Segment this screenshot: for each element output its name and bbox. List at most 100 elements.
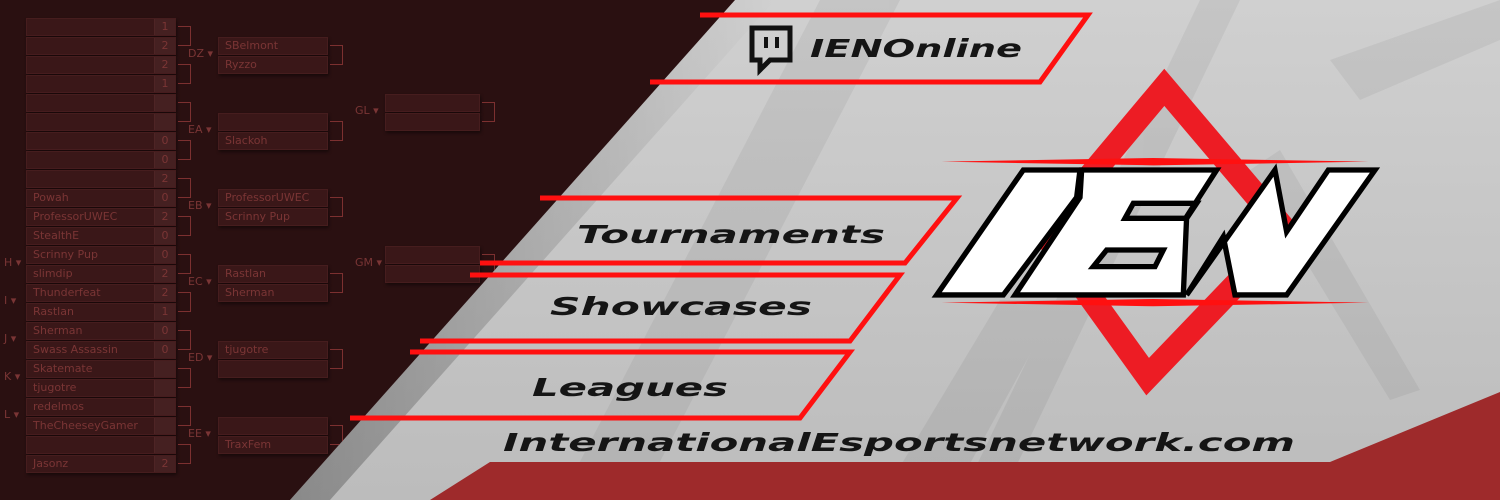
bottom-red-band <box>430 392 1500 500</box>
player-name: Jasonz <box>33 457 69 470</box>
bracket-slot: Sherman 0 <box>26 322 176 340</box>
bracket-connector <box>178 216 191 236</box>
logo-letter-n <box>1184 163 1381 298</box>
bracket-slot <box>26 436 176 454</box>
bracket-slot: 2 <box>26 170 176 188</box>
dark-bracket-panel <box>0 0 735 500</box>
player-score <box>154 399 175 415</box>
player-name: Skatemate <box>33 362 93 375</box>
player-name: Rastlan <box>225 267 266 280</box>
bracket-slot: Ryzzo <box>218 56 328 74</box>
bracket-connector <box>178 254 191 274</box>
bracket-slot: SBelmont <box>218 37 328 55</box>
twitch-frame <box>650 12 1093 85</box>
player-name: Scrinny Pup <box>33 248 98 261</box>
player-name: Rastlan <box>33 305 74 318</box>
bracket-slot: 1 <box>26 18 176 36</box>
player-name: redelmos <box>33 400 85 413</box>
website-link[interactable]: InternationalEsportsnetwork.com <box>503 428 1295 457</box>
bracket-slot <box>218 113 328 131</box>
player-score: 1 <box>154 304 175 320</box>
menu-label: Leagues <box>532 373 728 402</box>
bracket-slot: ProfessorUWEC <box>218 189 328 207</box>
player-score: 0 <box>154 323 175 339</box>
bracket-connector <box>330 425 343 445</box>
bracket-slot: Rastlan 1 <box>26 303 176 321</box>
logo-spike-bottom <box>941 298 1369 307</box>
match-label: J ▾ <box>4 332 17 345</box>
logo-letters <box>931 163 1381 298</box>
menu-item-showcases[interactable]: Showcases <box>420 272 906 344</box>
match-label: ED ▾ <box>188 351 213 364</box>
bracket-connector <box>330 121 343 141</box>
bracket-slot: redelmos <box>26 398 176 416</box>
match-label: H ▾ <box>4 256 22 269</box>
player-name: TheCheeseyGamer <box>33 419 138 432</box>
player-name: Thunderfeat <box>33 286 101 299</box>
bracket-slot: Scrinny Pup <box>218 208 328 226</box>
bracket-match: ED ▾ tjugotre <box>188 341 343 378</box>
player-name: Scrinny Pup <box>225 210 290 223</box>
menu-item-tournaments[interactable]: Tournaments <box>480 195 963 266</box>
player-score <box>154 95 175 111</box>
menu-item-leagues[interactable]: Leagues <box>350 349 856 421</box>
twitch-handle: IENOnline <box>810 34 1022 63</box>
bracket-connector <box>178 102 191 122</box>
bracket-slot <box>218 417 328 435</box>
bracket-connector <box>178 140 191 160</box>
player-name: slimdip <box>33 267 73 280</box>
bracket-slot <box>26 113 176 131</box>
bracket-slot: TraxFem <box>218 436 328 454</box>
player-score: 2 <box>154 456 175 472</box>
player-score: 1 <box>154 76 175 92</box>
player-score: 0 <box>154 342 175 358</box>
player-name: SBelmont <box>225 39 279 52</box>
player-score: 0 <box>154 228 175 244</box>
bracket-slot <box>385 113 480 131</box>
match-label: EE ▾ <box>188 427 211 440</box>
player-name: Sherman <box>33 324 83 337</box>
match-label: L ▾ <box>4 408 20 421</box>
bracket-connector <box>330 273 343 293</box>
player-score: 0 <box>154 247 175 263</box>
bracket-match: EE ▾ TraxFem <box>188 417 343 454</box>
twitch-link[interactable]: IENOnline <box>650 12 1093 85</box>
bracket-connector <box>178 292 191 312</box>
bracket-connector <box>178 64 191 84</box>
player-name: Powah <box>33 191 69 204</box>
bracket-connector <box>330 45 343 65</box>
bracket-slot: Jasonz 2 <box>26 455 176 473</box>
player-score: 2 <box>154 171 175 187</box>
menu-label: Showcases <box>550 292 812 321</box>
logo-spike-top <box>941 157 1369 166</box>
match-label: K ▾ <box>4 370 21 383</box>
bracket-slot <box>26 94 176 112</box>
bracket-connector <box>482 102 495 122</box>
player-name: ProfessorUWEC <box>33 210 118 223</box>
twitch-icon <box>749 25 793 77</box>
bracket-connector <box>330 197 343 217</box>
bracket-slot: Sherman <box>218 284 328 302</box>
player-score <box>154 114 175 130</box>
player-name: Ryzzo <box>225 58 257 71</box>
logo-letter-e <box>1010 167 1222 298</box>
bracket-slot: tjugotre <box>218 341 328 359</box>
player-name: TraxFem <box>225 438 272 451</box>
match-label: EB ▾ <box>188 199 212 212</box>
bracket-match: GM ▾ <box>355 246 495 283</box>
match-label: EA ▾ <box>188 123 212 136</box>
bracket-slot <box>385 94 480 112</box>
bracket-slot <box>385 246 480 264</box>
